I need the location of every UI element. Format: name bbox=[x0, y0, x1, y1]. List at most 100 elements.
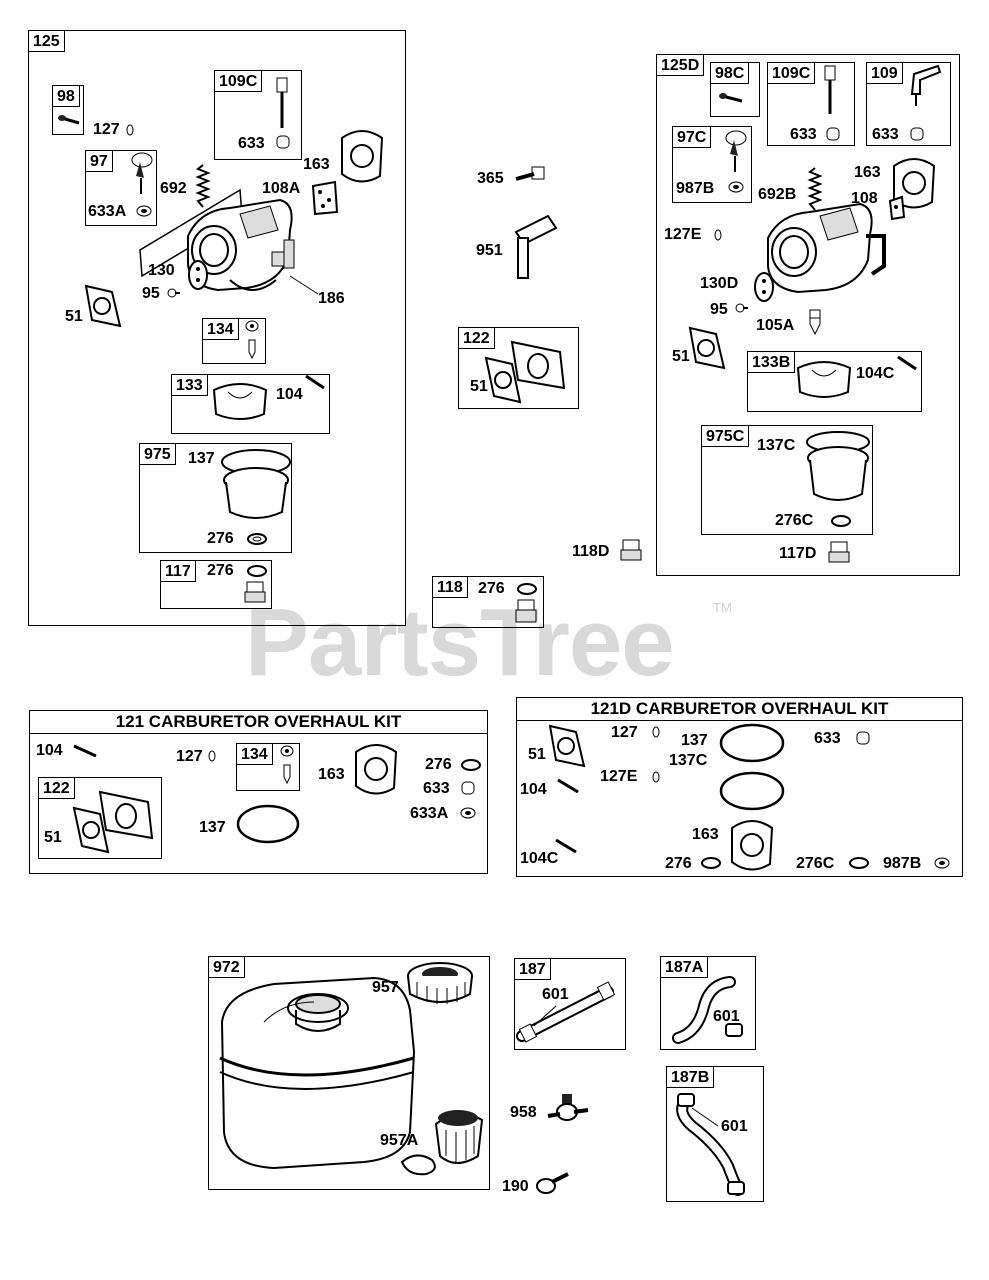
subgroup-133b-tag: 133B bbox=[748, 352, 796, 373]
fuel-cap-957a-icon bbox=[396, 1110, 486, 1178]
label-125d-633-a: 633 bbox=[790, 126, 817, 143]
bolt-117d-icon bbox=[828, 540, 850, 564]
bolt-117-icon bbox=[243, 580, 267, 606]
kit121d-label-127e: 127E bbox=[600, 768, 638, 785]
bolt-118-icon bbox=[514, 598, 538, 626]
subgroup-109-frame: 109 bbox=[866, 62, 951, 146]
kit-121d-frame: 121D CARBURETOR OVERHAUL KIT bbox=[516, 697, 963, 877]
seal-125d-633-a-icon bbox=[826, 126, 840, 142]
label-104: 104 bbox=[276, 386, 303, 403]
subgroup-98-frame: 98 bbox=[52, 85, 84, 135]
fuel-line-187b-icon bbox=[672, 1090, 756, 1200]
fuel-line-187-icon bbox=[516, 980, 620, 1046]
label-186: 186 bbox=[318, 290, 345, 307]
group-125d-tag: 125D bbox=[657, 55, 705, 76]
spring-692b-icon bbox=[808, 168, 822, 212]
kit121-sub-134-tag: 134 bbox=[237, 744, 273, 765]
subgroup-134-tag: 134 bbox=[203, 319, 239, 340]
kit121d-label-987b: 987B bbox=[883, 855, 922, 872]
needle-109-icon bbox=[904, 62, 944, 108]
gasket-51-icon bbox=[80, 280, 124, 332]
subgroup-97-tag: 97 bbox=[86, 151, 113, 172]
kit121-label-127: 127 bbox=[176, 748, 203, 765]
gasket-163-icon bbox=[336, 128, 388, 186]
subgroup-97c-tag: 97C bbox=[673, 127, 712, 148]
label-951: 951 bbox=[476, 242, 503, 259]
subgroup-109c-d-tag: 109C bbox=[768, 63, 816, 84]
label-987b: 987B bbox=[676, 180, 715, 197]
label-122-51: 51 bbox=[470, 378, 488, 395]
kit121d-pin-104c-icon bbox=[554, 838, 578, 854]
seal-633-icon bbox=[276, 134, 290, 150]
label-130d: 130D bbox=[700, 275, 739, 292]
label-957a: 957A bbox=[380, 1132, 419, 1149]
label-187b-601: 601 bbox=[721, 1118, 748, 1135]
subgroup-133-tag: 133 bbox=[172, 375, 208, 396]
kit121d-label-137c: 137C bbox=[669, 752, 708, 769]
plate-130-icon bbox=[186, 258, 210, 292]
kit121-label-104: 104 bbox=[36, 742, 63, 759]
label-190: 190 bbox=[502, 1178, 529, 1195]
kit-121-title: 121 CARBURETOR OVERHAUL KIT bbox=[30, 711, 487, 734]
leader-186-icon bbox=[290, 276, 320, 298]
label-125d-163: 163 bbox=[854, 164, 881, 181]
subgroup-134-frame: 134 bbox=[202, 318, 266, 364]
label-633a: 633A bbox=[88, 203, 127, 220]
label-276-a: 276 bbox=[207, 530, 234, 547]
bowl-975-icon bbox=[220, 446, 292, 526]
group-122-frame: 122 bbox=[458, 327, 579, 409]
group-187-frame: 187 bbox=[514, 958, 626, 1050]
washer-127-icon bbox=[124, 123, 136, 137]
group-125-tag: 125 bbox=[29, 31, 65, 52]
plate-108-icon bbox=[886, 195, 908, 221]
seal-125d-633-b-icon bbox=[910, 126, 924, 142]
label-137: 137 bbox=[188, 450, 215, 467]
fuel-line-187a-icon bbox=[670, 976, 744, 1046]
kit121-label-51: 51 bbox=[44, 829, 62, 846]
valve-105a-icon bbox=[806, 306, 824, 336]
group-187b-frame: 187B bbox=[666, 1066, 764, 1202]
kit121d-label-104c: 104C bbox=[520, 850, 559, 867]
float-133-icon bbox=[210, 378, 270, 424]
primer-97-icon bbox=[128, 150, 158, 196]
label-692b: 692B bbox=[758, 186, 797, 203]
pin-104-icon bbox=[304, 374, 326, 390]
shaft-951-icon bbox=[508, 212, 560, 280]
subgroup-109c-tag: 109C bbox=[215, 71, 263, 92]
subgroup-98c-frame: 98C bbox=[710, 62, 760, 117]
kit121d-label-51: 51 bbox=[528, 746, 546, 763]
kit121-oring-137-icon bbox=[236, 803, 300, 845]
watermark-brand: PartsTree bbox=[245, 589, 675, 696]
kit121d-gasket-163-icon bbox=[726, 818, 778, 874]
label-187a-601: 601 bbox=[713, 1008, 740, 1025]
group-187-tag: 187 bbox=[515, 959, 551, 980]
subgroup-133-frame: 133 bbox=[171, 374, 330, 434]
label-125d-95: 95 bbox=[710, 301, 728, 318]
label-130: 130 bbox=[148, 262, 175, 279]
group-125-frame: 125 bbox=[28, 30, 406, 626]
group-187a-tag: 187A bbox=[661, 957, 709, 978]
subgroup-97-frame: 97 bbox=[85, 150, 157, 226]
spring-692-icon bbox=[196, 165, 210, 209]
subgroup-975-tag: 975 bbox=[140, 444, 176, 465]
label-95: 95 bbox=[142, 285, 160, 302]
subgroup-117-frame: 117 bbox=[160, 560, 272, 609]
group-187a-frame: 187A bbox=[660, 956, 756, 1050]
kit121d-label-104: 104 bbox=[520, 781, 547, 798]
kit121-sub-134-frame: 134 bbox=[236, 743, 300, 791]
label-125d-633-b: 633 bbox=[872, 126, 899, 143]
label-118d: 118D bbox=[572, 543, 610, 560]
label-692: 692 bbox=[160, 180, 187, 197]
kit121-pin-104-icon bbox=[72, 744, 98, 758]
kit121d-label-633: 633 bbox=[814, 730, 841, 747]
subgroup-109c-d-frame: 109C bbox=[767, 62, 855, 146]
kit121-seal-633a-icon bbox=[460, 806, 476, 820]
subgroup-975c-tag: 975C bbox=[702, 426, 750, 447]
group-972-frame: 972 bbox=[208, 956, 490, 1190]
group-122-tag: 122 bbox=[459, 328, 495, 349]
kit121-needle-134-icon bbox=[279, 745, 295, 787]
kit121d-washer-276-icon bbox=[700, 856, 722, 870]
label-633: 633 bbox=[238, 135, 265, 152]
label-187-601: 601 bbox=[542, 986, 569, 1003]
kit121-label-163: 163 bbox=[318, 766, 345, 783]
